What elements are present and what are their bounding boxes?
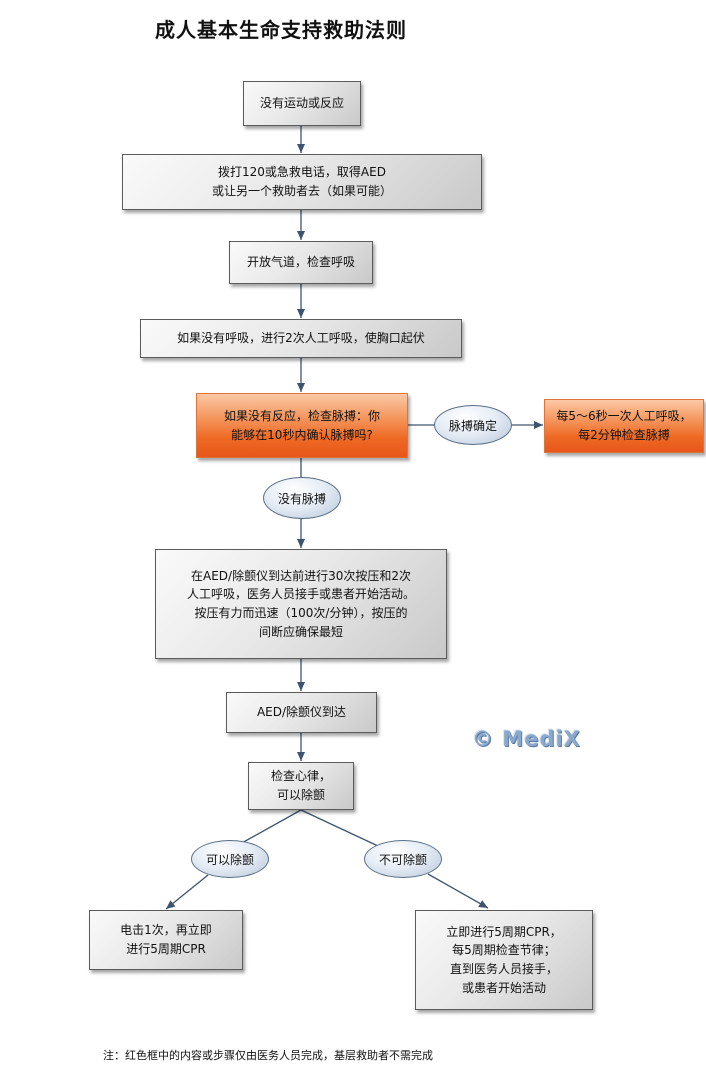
cpr-box: 在AED/除颤仪到达前进行30次按压和2次 人工呼吸，医务人员接手或患者开始活动… <box>155 549 447 659</box>
shockable-decision: 可以除颤 <box>191 840 269 878</box>
aed-arrives-box: AED/除颤仪到达 <box>226 692 377 733</box>
shock-box: 电击1次，再立即 进行5周期CPR <box>89 910 243 970</box>
footnote: 注：红色框中的内容或步骤仅由医务人员完成，基层救助者不需完成 <box>103 1049 433 1062</box>
check-rhythm-box: 检查心律， 可以除颤 <box>248 762 354 810</box>
open-airway-box: 开放气道，检查呼吸 <box>229 241 373 284</box>
rescue-breaths-box: 如果没有呼吸，进行2次人工呼吸，使胸口起伏 <box>140 319 462 358</box>
arrow-not-shockable-to-cpr <box>427 873 489 909</box>
page-title: 成人基本生命支持救助法则 <box>155 18 407 42</box>
watermark-logo: © MediX <box>472 727 581 751</box>
no-response-box: 没有运动或反应 <box>243 81 361 126</box>
check-pulse-box: 如果没有反应，检查脉搏：你 能够在10秒内确认脉搏吗? <box>196 393 408 458</box>
no-pulse-decision: 没有脉搏 <box>263 477 341 519</box>
no-shock-cpr-box: 立即进行5周期CPR， 每5周期检查节律； 直到医务人员接手， 或患者开始活动 <box>415 910 593 1010</box>
call-120-box: 拨打120或急救电话，取得AED 或让另一个救助者去（如果可能） <box>122 154 482 210</box>
pulse-confirmed-decision: 脉搏确定 <box>434 405 512 445</box>
arrow-shockable-to-shock <box>165 874 209 910</box>
line-rhythm-to-not-shockable <box>300 809 379 847</box>
line-rhythm-to-shockable <box>239 809 302 845</box>
pulse-confirmed-action-box: 每5～6秒一次人工呼吸， 每2分钟检查脉搏 <box>544 399 704 453</box>
not-shockable-decision: 不可除颤 <box>364 840 442 878</box>
